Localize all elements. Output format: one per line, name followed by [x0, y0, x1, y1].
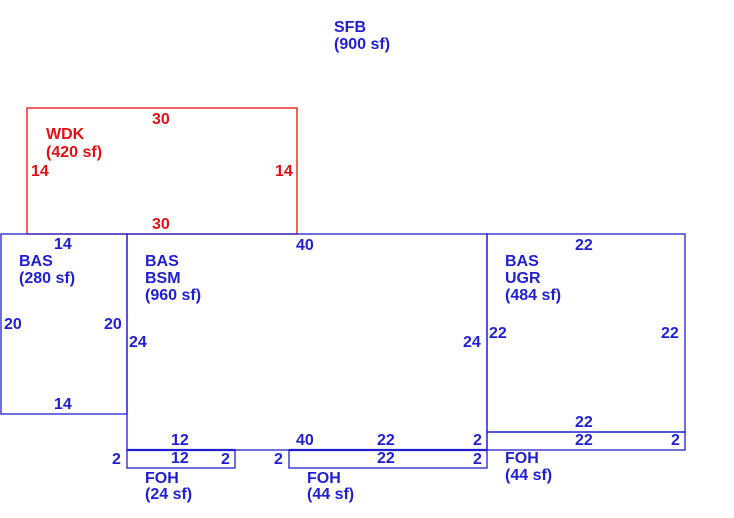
foh-24-code: FOH — [145, 470, 179, 487]
bas-ugr-area-label: (484 sf) — [505, 287, 561, 304]
bas-bsm-code2: BSM — [145, 270, 181, 287]
wdk-dim-left: 14 — [31, 163, 49, 180]
bas-left-area-label: (280 sf) — [19, 270, 75, 287]
bas-bsm-dim-top: 40 — [296, 237, 314, 254]
bas-left-dim-left: 20 — [4, 316, 22, 333]
foh-44-right-area: FOH (44 sf) 22 2 — [486, 431, 686, 484]
wdk-code: WDK — [46, 126, 85, 143]
foh-24-dim-left: 2 — [112, 451, 121, 468]
foh-44-right-dim-right: 2 — [671, 432, 680, 449]
wdk-dim-bottom: 30 — [152, 216, 170, 233]
foh-44-mid-code: FOH — [307, 470, 341, 487]
bas-bsm-code: BAS — [145, 253, 179, 270]
bas-bsm-dim-right: 24 — [463, 334, 481, 351]
wdk-area-label: (420 sf) — [46, 144, 102, 161]
bas-bsm-dim-left: 24 — [129, 334, 147, 351]
bas-ugr-code: BAS — [505, 253, 539, 270]
sfb-code: SFB — [334, 19, 366, 36]
bas-bsm-area-label: (960 sf) — [145, 287, 201, 304]
bas-bsm-area: BAS BSM (960 sf) 40 40 24 24 — [126, 233, 488, 451]
foh-44-mid-area: FOH (44 sf) 22 22 2 2 2 — [274, 432, 488, 503]
foh-44-mid-dim-right-top: 2 — [473, 432, 482, 449]
bas-ugr-code2: UGR — [505, 270, 541, 287]
sfb-label: SFB (900 sf) — [334, 19, 390, 53]
foh-44-mid-area-label: (44 sf) — [307, 486, 354, 503]
wdk-dim-right: 14 — [275, 163, 293, 180]
foh-24-dim-right: 2 — [221, 451, 230, 468]
foh-44-right-area-label: (44 sf) — [505, 467, 552, 484]
foh-44-mid-dim-bottom: 22 — [377, 450, 395, 467]
bas-left-dim-bottom: 14 — [54, 396, 72, 413]
bas-ugr-dim-bottom: 22 — [575, 414, 593, 431]
bas-bsm-outline — [126, 233, 488, 451]
bas-ugr-dim-right: 22 — [661, 325, 679, 342]
sfb-area: (900 sf) — [334, 36, 390, 53]
foh-24-area-label: (24 sf) — [145, 486, 192, 503]
foh-24-dim-bottom: 12 — [171, 450, 189, 467]
bas-ugr-dim-left: 22 — [489, 325, 507, 342]
wdk-area: WDK (420 sf) 30 30 14 14 — [26, 107, 298, 235]
foh-44-right-code: FOH — [505, 450, 539, 467]
foh-44-right-dim-top: 22 — [575, 432, 593, 449]
foh-44-mid-dim-left: 2 — [274, 451, 283, 468]
bas-bsm-dim-bottom: 40 — [296, 432, 314, 449]
bas-ugr-dim-top: 22 — [575, 237, 593, 254]
foh-44-mid-dim-right: 2 — [473, 451, 482, 468]
bas-left-area: BAS (280 sf) 14 14 20 20 — [0, 233, 128, 415]
foh-24-area: FOH (24 sf) 12 12 2 2 — [112, 432, 236, 503]
bas-left-dim-right: 20 — [104, 316, 122, 333]
foh-44-mid-dim-top: 22 — [377, 432, 395, 449]
bas-ugr-area: BAS UGR (484 sf) 22 22 22 22 — [486, 233, 686, 433]
foh-24-dim-top: 12 — [171, 432, 189, 449]
foh-44-right-outline — [486, 431, 686, 451]
bas-left-dim-top: 14 — [54, 236, 72, 253]
wdk-dim-top: 30 — [152, 111, 170, 128]
bas-left-code: BAS — [19, 253, 53, 270]
